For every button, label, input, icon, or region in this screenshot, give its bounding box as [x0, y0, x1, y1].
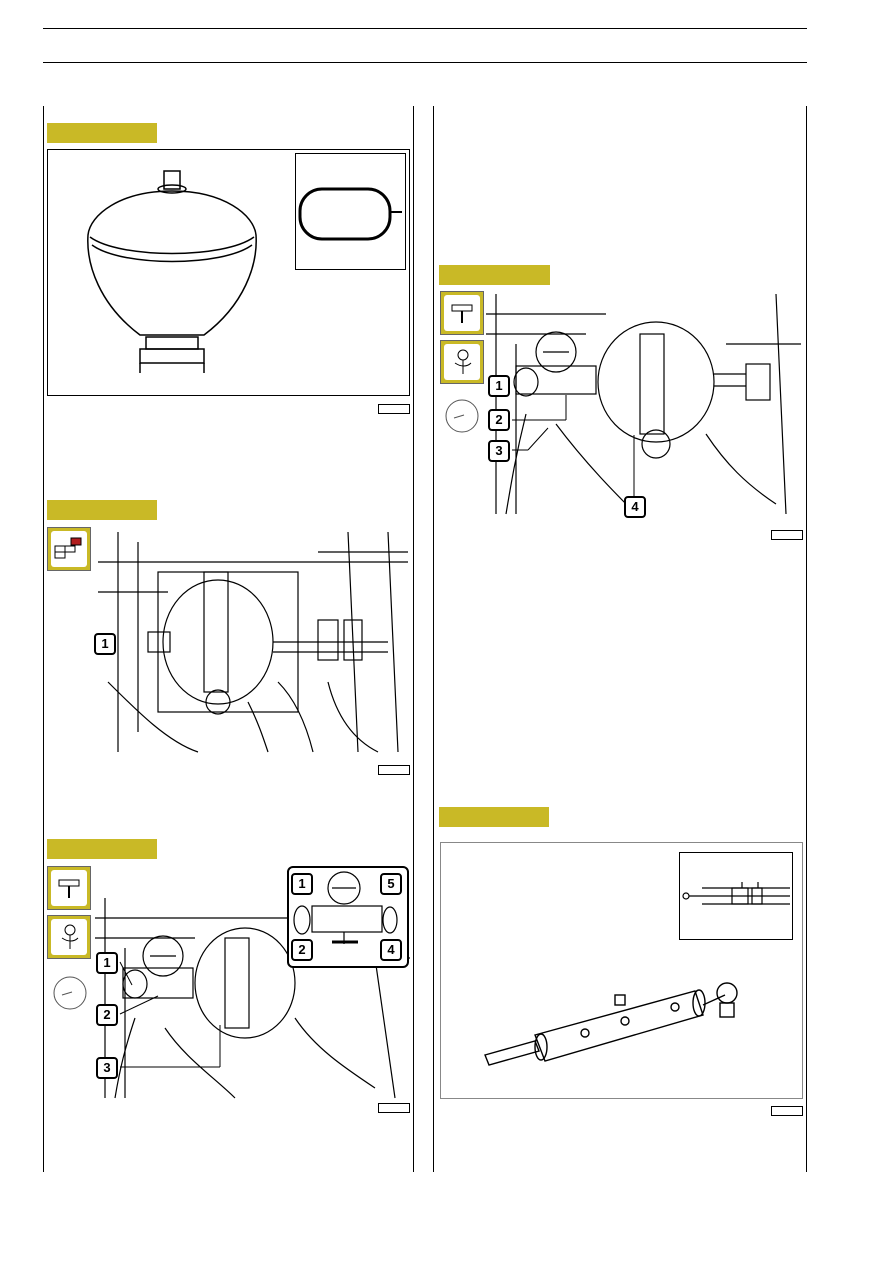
figure-tag-3 [47, 839, 157, 859]
figure-number-box-3 [378, 1103, 410, 1113]
steering-cylinder-drawing [484, 982, 738, 1066]
callout-1-installed: 1 [488, 375, 510, 397]
callout-1-setup: 1 [96, 952, 118, 974]
callout-3-setup: 3 [96, 1057, 118, 1079]
accumulator-removal-drawing [98, 531, 408, 753]
figure-tag-5 [439, 807, 549, 827]
header-rule-bottom [43, 62, 807, 63]
pressure-check-installed-drawing [486, 293, 801, 515]
inset-panel-cylinder-section [679, 852, 793, 940]
figure-number-box-1 [378, 404, 410, 414]
accumulator-drawing [87, 170, 257, 373]
inset-panel-accumulator [295, 153, 406, 270]
figure-frame-cylinder [440, 842, 803, 1099]
wrench-icon [47, 915, 91, 959]
header-rule-top [43, 28, 807, 29]
right-column-border [806, 106, 807, 1172]
column-divider-right [433, 106, 434, 1172]
callout-5-kit: 5 [380, 873, 402, 895]
callout-4-kit: 4 [380, 939, 402, 961]
callout-2-setup: 2 [96, 1004, 118, 1026]
wrench-icon-2 [440, 340, 484, 384]
tool-icon [47, 866, 91, 910]
left-column-border [43, 106, 44, 1172]
gauge-kit-drawing [293, 871, 398, 944]
gauge-icon [53, 976, 87, 1010]
figure-tag-1 [47, 123, 157, 143]
inset-seal-drawing [298, 187, 402, 241]
figure-number-box-2 [378, 765, 410, 775]
tool-icon-2 [440, 291, 484, 335]
callout-2-installed: 2 [488, 409, 510, 431]
disassembly-icon [47, 527, 91, 571]
callout-1-removal: 1 [94, 633, 116, 655]
figure-tag-4 [439, 265, 550, 285]
column-divider-left [413, 106, 414, 1172]
callout-1-kit: 1 [291, 873, 313, 895]
callout-4-installed: 4 [624, 496, 646, 518]
callout-3-installed: 3 [488, 440, 510, 462]
figure-number-box-5 [771, 1106, 803, 1116]
figure-number-box-4 [771, 530, 803, 540]
gauge-icon-2 [445, 399, 479, 433]
cylinder-section-drawing [682, 882, 790, 905]
callout-2-kit: 2 [291, 939, 313, 961]
figure-frame-accumulator [47, 149, 410, 396]
figure-tag-2 [47, 500, 157, 520]
